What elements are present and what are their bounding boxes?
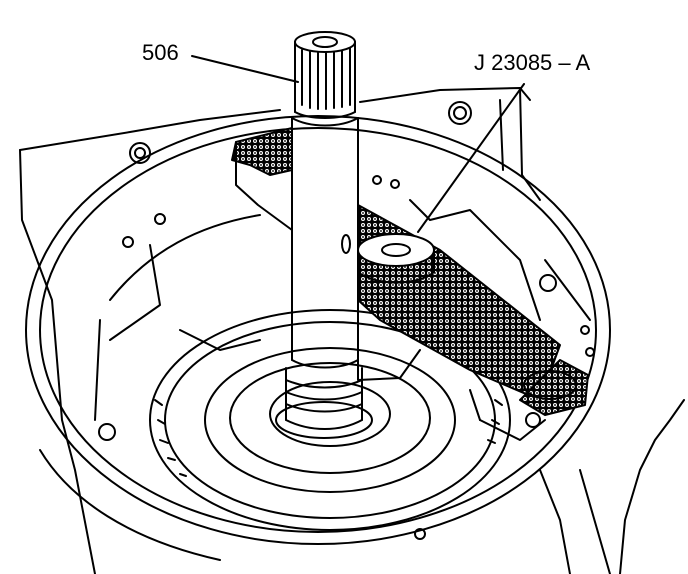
callout-j23085a: J 23085 – A [474,50,591,75]
drum-rim [25,115,611,545]
clutch-rings [149,309,511,531]
transmission-case [19,87,685,574]
leader-lines [191,55,525,233]
callout-506: 506 [142,40,179,65]
tool-j23085a [231,127,589,441]
